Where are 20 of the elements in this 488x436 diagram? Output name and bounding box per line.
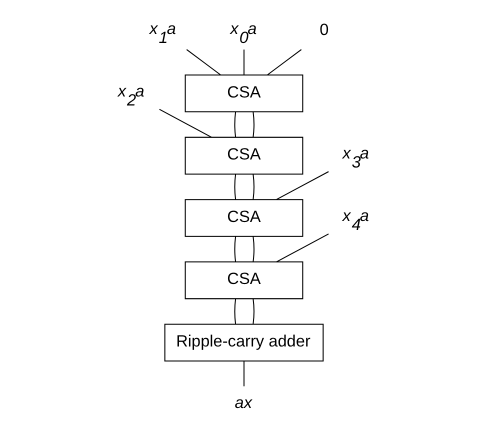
connector xyxy=(234,174,236,200)
connector xyxy=(276,233,329,262)
connector xyxy=(234,236,236,262)
connector xyxy=(252,174,254,200)
connector xyxy=(159,108,212,138)
node-box: CSA xyxy=(184,136,304,175)
connector xyxy=(186,49,222,76)
node-text: ax xyxy=(234,394,252,412)
node-box: CSA xyxy=(184,74,304,112)
connector xyxy=(252,298,254,324)
node-text: 0 xyxy=(320,20,329,39)
connector xyxy=(234,112,236,138)
connector xyxy=(276,171,329,200)
connector xyxy=(234,298,236,324)
connector xyxy=(266,49,302,76)
node-box: CSA xyxy=(184,261,304,300)
connector xyxy=(252,236,254,262)
node-box: Ripple-carry adder xyxy=(164,324,324,362)
node-box: CSA xyxy=(184,199,304,237)
connector xyxy=(252,112,254,138)
